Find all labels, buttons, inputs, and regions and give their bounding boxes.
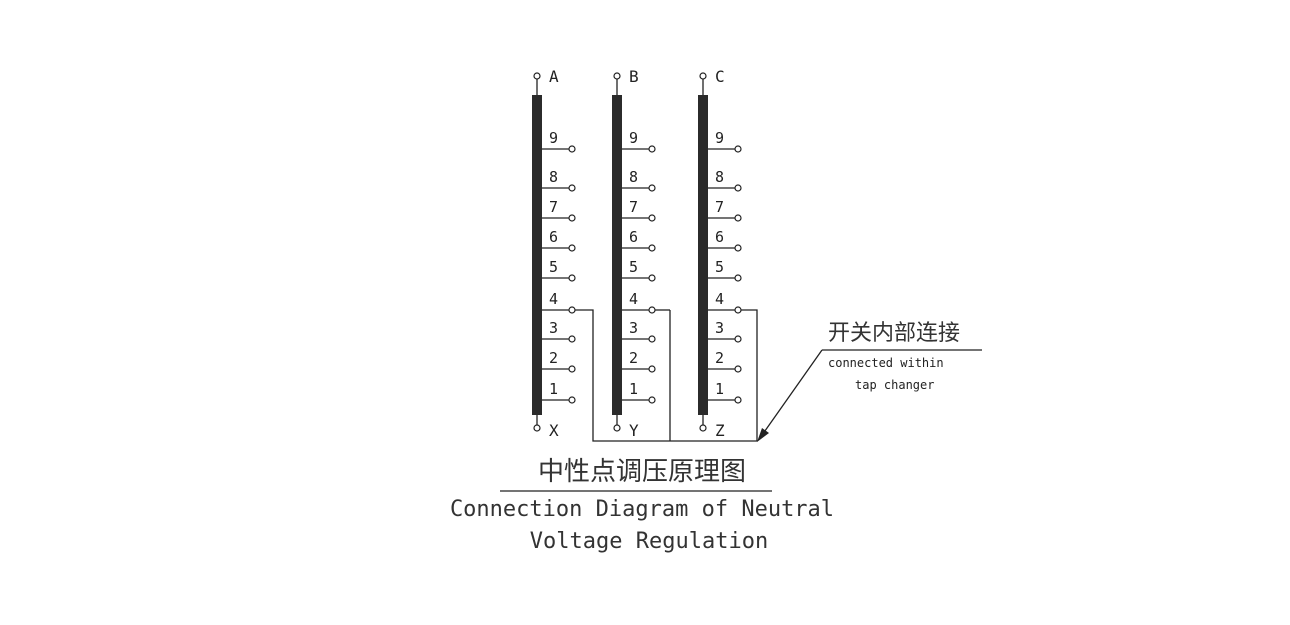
tap-c-3-label: 3	[715, 319, 724, 337]
tap-b-5-label: 5	[629, 258, 638, 276]
diagram-title-en-line2: Voltage Regulation	[530, 529, 768, 554]
tap-b-6-label: 6	[629, 228, 638, 246]
neutral-connection-wire	[575, 309, 758, 442]
annotation-cn: 开关内部连接	[828, 321, 960, 346]
tap-b-3-label: 3	[629, 319, 638, 337]
tap-c-6-terminal	[734, 244, 742, 252]
tap-c-2-label: 2	[715, 349, 724, 367]
annotation-en-line1: connected within	[828, 356, 944, 370]
tap-c-5-label: 5	[715, 258, 724, 276]
tap-a-9-terminal	[568, 145, 576, 153]
tap-c-1-terminal	[734, 396, 742, 404]
diagram-title-en-line1: Connection Diagram of Neutral	[450, 497, 834, 522]
windings-group: A X 9 8 7 6 5 4 3 2 1 B Y 9 8 7 6 5 4 3 2 1 C Z 9 8 7 6 5 4 3 2 1	[532, 67, 742, 440]
tap-b-7-terminal	[648, 214, 656, 222]
annotation-arrowhead	[757, 428, 769, 442]
tap-a-9-label: 9	[549, 129, 558, 147]
tap-a-4-terminal	[568, 306, 576, 314]
tap-c-5-terminal	[734, 274, 742, 282]
tap-a-5-label: 5	[549, 258, 558, 276]
phase-c-end-terminal	[699, 424, 707, 432]
tap-a-1-terminal	[568, 396, 576, 404]
tap-b-8-terminal	[648, 184, 656, 192]
tap-c-1-label: 1	[715, 380, 724, 398]
tap-c-9-terminal	[734, 145, 742, 153]
tap-c-2-terminal	[734, 365, 742, 373]
tap-b-8-label: 8	[629, 168, 638, 186]
tap-a-4-label: 4	[549, 290, 558, 308]
tap-c-6-label: 6	[715, 228, 724, 246]
tap-a-1-label: 1	[549, 380, 558, 398]
phase-a-terminal	[533, 72, 541, 80]
phase-c-label: C	[715, 67, 725, 86]
tap-b-3-terminal	[648, 335, 656, 343]
tap-c-8-label: 8	[715, 168, 724, 186]
tap-b-9-terminal	[648, 145, 656, 153]
phase-b-winding	[612, 95, 622, 415]
tap-b-2-terminal	[648, 365, 656, 373]
phase-a-end-terminal	[533, 424, 541, 432]
tap-a-8-terminal	[568, 184, 576, 192]
annotation-en-line2: tap changer	[855, 378, 934, 392]
tap-a-8-label: 8	[549, 168, 558, 186]
tap-c-9-label: 9	[715, 129, 724, 147]
tap-a-2-terminal	[568, 365, 576, 373]
tap-a-6-label: 6	[549, 228, 558, 246]
tap-c-3-terminal	[734, 335, 742, 343]
tap-b-1-terminal	[648, 396, 656, 404]
diagram-title-cn: 中性点调压原理图	[538, 457, 746, 487]
phase-b-end-terminal	[613, 424, 621, 432]
tap-b-9-label: 9	[629, 129, 638, 147]
tap-c-4-terminal	[734, 306, 742, 314]
tap-c-7-label: 7	[715, 198, 724, 216]
tap-a-3-label: 3	[549, 319, 558, 337]
tap-a-3-terminal	[568, 335, 576, 343]
tap-b-7-label: 7	[629, 198, 638, 216]
phase-c-terminal	[699, 72, 707, 80]
tap-b-4-terminal	[648, 306, 656, 314]
tap-c-4-label: 4	[715, 290, 724, 308]
tap-a-7-label: 7	[549, 198, 558, 216]
tap-a-2-label: 2	[549, 349, 558, 367]
tap-c-7-terminal	[734, 214, 742, 222]
phase-c-end-label: Z	[715, 421, 725, 440]
tap-b-4-label: 4	[629, 290, 638, 308]
phase-b-terminal	[613, 72, 621, 80]
phase-a-end-label: X	[549, 421, 559, 440]
tap-b-6-terminal	[648, 244, 656, 252]
phase-a-label: A	[549, 67, 559, 86]
phase-b-label: B	[629, 67, 639, 86]
tap-b-1-label: 1	[629, 380, 638, 398]
tap-a-7-terminal	[568, 214, 576, 222]
phase-c-winding	[698, 95, 708, 415]
phase-b-end-label: Y	[629, 421, 639, 440]
tap-b-5-terminal	[648, 274, 656, 282]
annotation-leader-line	[759, 349, 823, 439]
tap-c-8-terminal	[734, 184, 742, 192]
tap-a-5-terminal	[568, 274, 576, 282]
phase-a-winding	[532, 95, 542, 415]
tap-a-6-terminal	[568, 244, 576, 252]
tap-b-2-label: 2	[629, 349, 638, 367]
